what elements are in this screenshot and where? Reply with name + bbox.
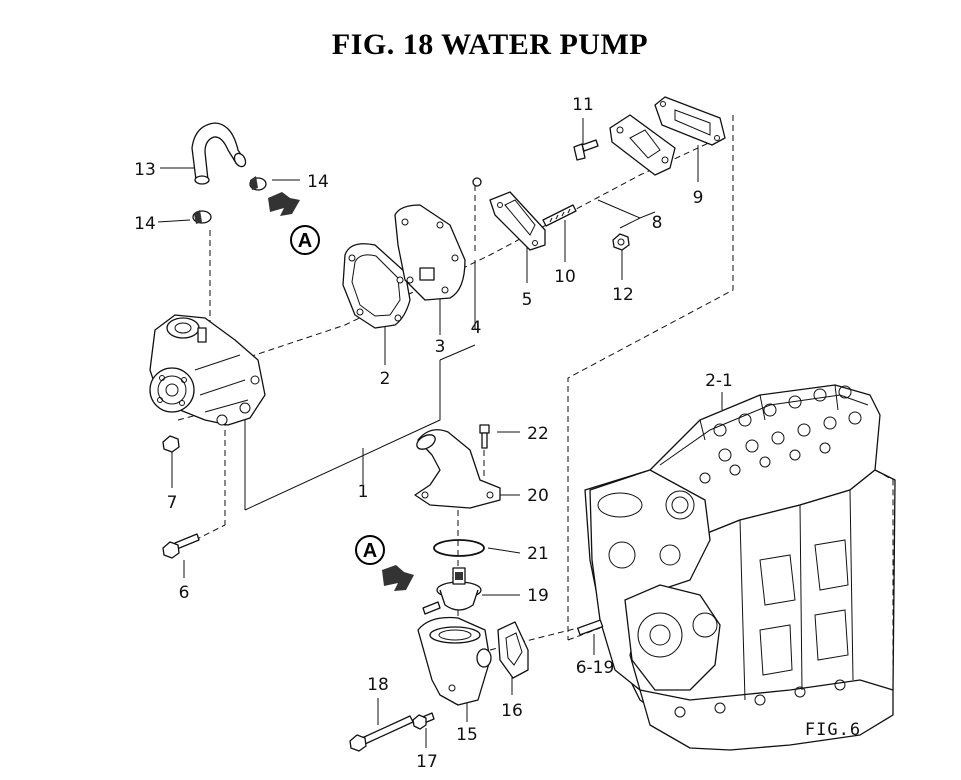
clip-14-upper	[249, 176, 267, 191]
bolt-22	[479, 424, 490, 449]
marker-a-top: A	[268, 192, 320, 255]
bolt-4	[472, 177, 482, 187]
bolt-18	[349, 715, 414, 752]
flange-8	[609, 114, 676, 176]
page-title: FIG. 18 WATER PUMP	[331, 28, 649, 61]
callout-14-lower: 14	[134, 214, 156, 234]
plate-3	[394, 204, 466, 301]
svg-text:A: A	[363, 540, 377, 562]
callout-15: 15	[456, 725, 478, 745]
callout-13: 13	[134, 160, 156, 180]
gasket-2	[342, 243, 411, 329]
callout-labels: 1 2 3 4 5 6 7 8 9 10 11 12 13 14 14 15 1…	[134, 95, 861, 772]
stud-6-19	[577, 619, 604, 655]
nut-12	[612, 233, 630, 251]
assembly-lines	[157, 115, 734, 748]
callout-8: 8	[652, 213, 663, 233]
callout-6: 6	[179, 583, 190, 603]
water-pump-1	[149, 314, 266, 426]
callout-22: 22	[527, 424, 549, 444]
gasket-5	[489, 191, 546, 251]
callout-1: 1	[358, 482, 369, 502]
callout-2: 2	[380, 369, 391, 389]
callout-5: 5	[522, 290, 533, 310]
gasket-9	[654, 96, 726, 146]
marker-a-bottom: A	[355, 535, 414, 591]
thermostat-19	[436, 567, 482, 611]
callout-14-upper: 14	[307, 172, 329, 192]
bolt-17	[412, 712, 435, 730]
callout-21: 21	[527, 544, 549, 564]
callout-4: 4	[471, 318, 482, 338]
o-ring-21	[433, 539, 485, 557]
clip-14-lower	[192, 210, 212, 224]
callout-17: 17	[416, 752, 438, 772]
gasket-16	[497, 621, 529, 679]
outlet-20	[414, 429, 501, 509]
callout-18: 18	[367, 675, 389, 695]
housing-15	[417, 601, 492, 706]
callout-2-1: 2-1	[705, 371, 733, 391]
callout-12: 12	[612, 285, 634, 305]
engine-block	[577, 384, 896, 751]
callout-9: 9	[693, 188, 704, 208]
hose-13	[191, 122, 247, 185]
bolt-11	[573, 139, 599, 161]
stud-10	[542, 204, 577, 227]
callout-16: 16	[501, 701, 523, 721]
nut-7	[162, 435, 180, 453]
callout-20: 20	[527, 486, 549, 506]
callout-3: 3	[435, 337, 446, 357]
callout-7: 7	[167, 493, 178, 513]
callout-19: 19	[527, 586, 549, 606]
callout-6-19: 6-19	[576, 658, 615, 678]
svg-text:A: A	[298, 230, 312, 252]
figure-reference: FIG.6	[805, 720, 861, 740]
bolt-6	[162, 533, 200, 559]
callout-11: 11	[572, 95, 594, 115]
callout-10: 10	[554, 267, 576, 287]
